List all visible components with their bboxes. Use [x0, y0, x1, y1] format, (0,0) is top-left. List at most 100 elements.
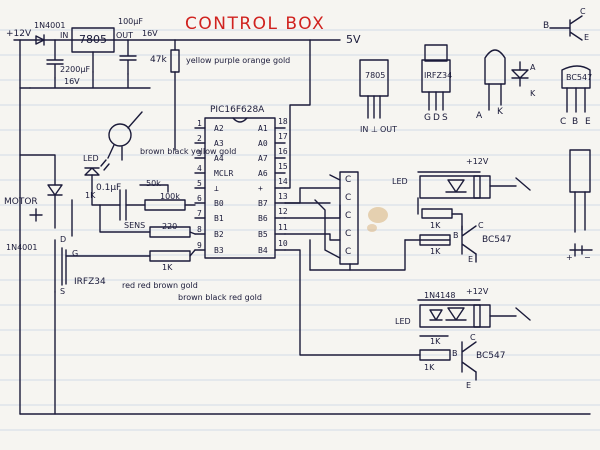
pic-pin-number: 12 [278, 207, 288, 216]
relay1-res-base: 1K [430, 247, 441, 256]
relay-2 [417, 299, 531, 381]
pic-pin-number: 18 [278, 117, 288, 126]
legend-mosfet-label: IRFZ34 [424, 71, 453, 80]
legend-mosfet-pin: D [433, 113, 440, 123]
legend-transistor-pin: B [572, 117, 579, 127]
relay1-base-pin: B [453, 231, 459, 240]
input-diode-label: 1N4001 [34, 21, 66, 30]
rail-voltage-label: 5V [346, 33, 361, 46]
page-title: CONTROL BOX [185, 14, 326, 34]
mosfet-label: IRFZ34 [74, 277, 106, 287]
pic-pin-number: 16 [278, 147, 288, 156]
pic-pin-right: A7 [258, 154, 268, 163]
legend-bjt-symbol-pin: C [580, 7, 586, 16]
legend-led-side-pin: A [530, 63, 536, 72]
power-supply [19, 27, 151, 89]
resistor-47k-label: 47k [150, 55, 167, 65]
pic-pin-left: B0 [214, 199, 224, 208]
pic-pin-left: A3 [214, 139, 224, 148]
sensor-led-label: LED [83, 154, 99, 163]
pic-pin-number: 17 [278, 132, 288, 141]
legend-bjt-symbol-pin: E [584, 33, 590, 42]
pic-pin-left: A2 [214, 124, 224, 133]
resistor-47k-colors: yellow purple orange gold [186, 56, 291, 65]
pic-pin-number: 3 [197, 149, 202, 158]
pic-pin-left: B1 [214, 214, 224, 223]
pic-pin-left: B2 [214, 230, 224, 239]
legend-parts [359, 15, 593, 257]
pic-pin-number: 10 [278, 239, 288, 248]
wire-5v-to-pic [284, 39, 311, 189]
pic-pin-number: 8 [197, 225, 202, 234]
resistor-47k [170, 39, 180, 151]
input-voltage-label: +12V [6, 29, 32, 39]
pic-pin-left: B3 [214, 246, 224, 255]
legend-transistor-pin: C [560, 117, 567, 127]
wire-color-note: brown black yellow gold [140, 147, 237, 156]
relay1-transistor-label: BC547 [482, 235, 512, 245]
legend-regulator-label: 7805 [365, 71, 386, 80]
legend-led-side-pin: K [530, 89, 536, 98]
resistor-100k-label: 100k [160, 192, 180, 201]
pic-pin-number: 11 [278, 223, 288, 232]
legend-led-pin: A [476, 111, 483, 121]
output-cap-voltage: 16V [142, 29, 158, 38]
relay2-supply-label: +12V [466, 287, 489, 296]
legend-led-pin: K [497, 107, 503, 117]
pic-pin-lines [194, 127, 286, 251]
regulator-in-label: IN [60, 31, 69, 40]
legend-bjt-symbol-pin: B [543, 21, 550, 31]
legend-regulator-pin: OUT [380, 125, 398, 134]
pic-pin-right: A0 [258, 139, 268, 148]
connector-pin: C [345, 229, 352, 239]
regulator-out-label: OUT [116, 31, 134, 40]
pic-pin-number: 4 [197, 164, 202, 173]
relay1-res-led: 1K [430, 221, 441, 230]
sensor-label: SENS [124, 221, 146, 230]
pic-pin-number: 2 [197, 134, 202, 143]
mosfet-gate-label: G [72, 249, 79, 258]
legend-mosfet-pin: S [442, 113, 448, 123]
mosfet-source-label: S [60, 287, 66, 296]
legend-mosfet-pin: G [424, 113, 431, 123]
motor-label: MOTOR [4, 197, 38, 207]
relay2-transistor-label: BC547 [476, 351, 506, 361]
relay1-led-label: LED [392, 177, 408, 186]
connector-pin: C [345, 211, 352, 221]
relay1-supply-label: +12V [466, 157, 489, 166]
legend-transistor-pin: E [585, 117, 591, 127]
sensor-cap-label: 0.1µF [96, 183, 122, 193]
pic-pin-number: 14 [278, 177, 288, 186]
resistor-220-label: 220 [162, 222, 178, 231]
pic-pin-number: 5 [197, 179, 202, 188]
pic-pin-number: 7 [197, 209, 202, 218]
relay2-collector-pin: C [470, 333, 476, 342]
pic-pin-right: B4 [258, 246, 268, 255]
output-cap-label: 100µF [118, 17, 143, 26]
pic-pin-left: ⊥ [214, 184, 219, 193]
sensor-area [84, 111, 196, 238]
relay2-led-label: LED [395, 317, 411, 326]
pic-pin-right: B7 [258, 199, 268, 208]
connector-pin: C [345, 175, 352, 185]
resistor-1k-label: 1K [162, 263, 173, 272]
pic-pin-left: A4 [214, 154, 224, 163]
input-cap-label: 2200µF [60, 65, 91, 74]
motor-resistor-label: 1K [85, 191, 96, 200]
pic-pin-number: 1 [197, 119, 202, 128]
pic-pin-right: B6 [258, 214, 268, 223]
pic-pin-left: MCLR [214, 169, 234, 178]
pic-pin-right: B5 [258, 230, 268, 239]
legend-regulator-pin: ⊥ [371, 125, 378, 134]
regulator-label: 7805 [79, 33, 107, 46]
paper-ruling [0, 29, 600, 431]
input-cap-voltage: 16V [64, 77, 80, 86]
resistor-1k-colors: red red brown gold [122, 281, 198, 290]
pic-pin-right: A1 [258, 124, 268, 133]
relay1-collector-pin: C [478, 221, 484, 230]
pic-pin-right: A6 [258, 169, 268, 178]
relay-1 [404, 171, 531, 263]
pot-label: 50k [146, 179, 161, 188]
